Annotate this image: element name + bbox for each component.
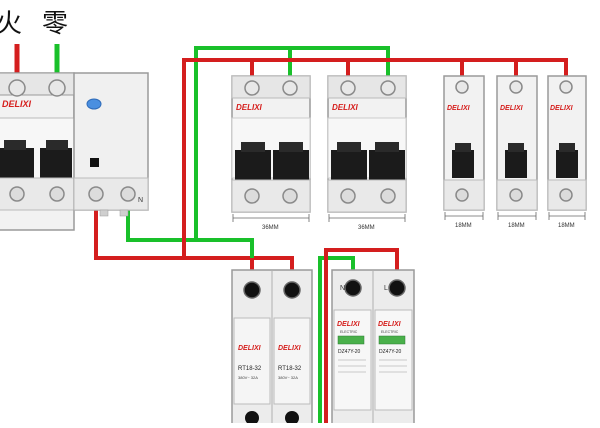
rcd-module: N [73,72,149,217]
fuse-right-model: RT18-32 [278,366,302,372]
surge-protector: N L DELIXI DELIXI ELECTRIC ELECTRIC DZ47… [331,269,415,428]
spd-right-brand: DELIXI [378,321,402,328]
width-label-5: 18MM [558,223,575,229]
breaker-2p-1-brand: DELIXI [236,103,263,112]
breaker-2p-1: DELIXI 36MM [231,75,311,231]
breaker-1p-2-brand: DELIXI [500,105,524,112]
rcd-n-mark: N [138,197,143,204]
live-wire-main [94,58,568,260]
breaker-1p-2: DELIXI 18MM [496,75,538,229]
width-label-1: 36MM [262,225,279,231]
live-wire-spd [324,248,399,423]
breaker-1p-1: DELIXI 18MM [443,75,485,229]
main-breaker-brand: DELIXI [2,99,32,109]
breaker-1p-1-brand: DELIXI [447,105,471,112]
width-label-2: 36MM [358,225,375,231]
test-button-icon[interactable] [86,98,102,110]
fuse-right-rating: 380V~ 32A [278,375,298,380]
spd-left-sub: ELECTRIC [340,330,358,334]
spd-right-model: DZ47Y-20 [379,349,402,355]
main-breaker: DELIXI [0,72,75,231]
spd-left-brand: DELIXI [337,321,361,328]
neutral-label: 零 [42,9,68,39]
neutral-wire-fuse [196,238,254,258]
breaker-2p-2-brand: DELIXI [332,103,359,112]
spd-left-model: DZ47Y-20 [338,349,361,355]
fuse-left-model: RT18-32 [238,366,262,372]
neutral-wire-main [126,46,390,242]
breaker-1p-3: DELIXI 18MM [547,75,587,229]
width-label-3: 18MM [455,223,472,229]
breaker-2p-2: DELIXI 36MM [327,75,407,231]
live-label: 火 [0,9,22,39]
spd-n-mark: N [340,285,345,292]
fuse-right-brand: DELIXI [278,345,302,352]
fuse-left-rating: 380V~ 32A [238,375,258,380]
breaker-1p-3-brand: DELIXI [550,105,574,112]
width-label-4: 18MM [508,223,525,229]
spd-right-sub: ELECTRIC [381,330,399,334]
fuse-left-brand: DELIXI [238,345,262,352]
fuse-holder: DELIXI DELIXI RT18-32 RT18-32 380V~ 32A … [231,269,313,428]
spd-l-mark: L [384,285,388,292]
